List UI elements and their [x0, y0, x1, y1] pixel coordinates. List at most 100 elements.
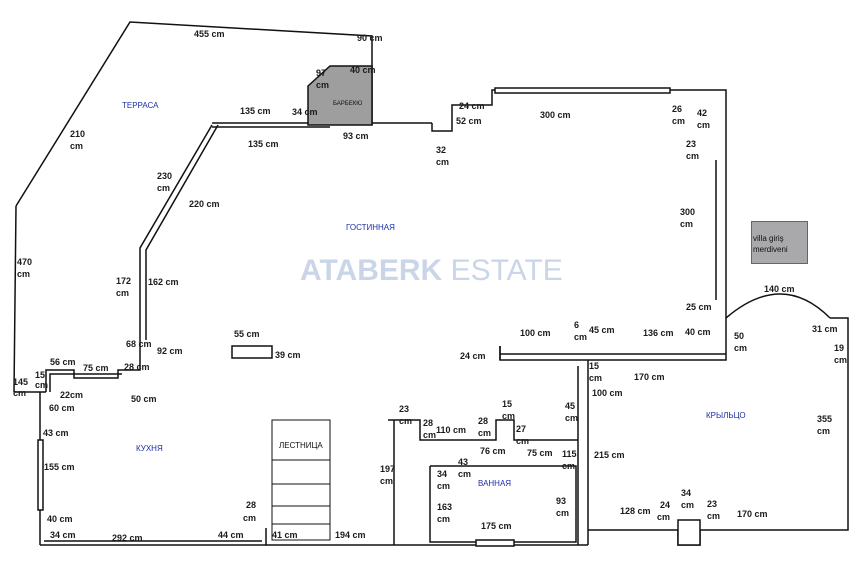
dim-label: cm: [697, 120, 711, 130]
dim-label: cm: [817, 426, 831, 436]
dim-label: 155 cm: [44, 462, 75, 472]
dim-label: cm: [502, 411, 516, 421]
dim-label: 24 cm: [459, 101, 485, 111]
terrace-inner-edge: [139, 124, 213, 340]
dim-label: 31 cm: [812, 324, 838, 334]
dim-label: 25 cm: [686, 302, 712, 312]
dim-label: 355: [817, 414, 833, 424]
dim-label: 6: [574, 320, 580, 330]
dim-label: cm: [556, 508, 570, 518]
dim-label: 162 cm: [148, 277, 179, 287]
entrance-line1: villa giriş: [753, 234, 784, 243]
dim-label: 55 cm: [234, 329, 260, 339]
porch-arc: [725, 293, 831, 319]
dim-label: cm: [707, 511, 721, 521]
kitchen-top-wall-2: [49, 373, 122, 392]
dim-label: 110 cm: [436, 425, 467, 435]
dim-label: cm: [672, 116, 686, 126]
dim-label: 34 cm: [292, 107, 318, 117]
room-bbq-label: БАРБЕКЮ: [333, 101, 363, 107]
dim-label: cm: [681, 500, 695, 510]
dim-label: cm: [589, 373, 603, 383]
dim-label: 23: [686, 139, 697, 149]
dim-label: 43: [458, 457, 469, 467]
dim-label: cm: [436, 157, 450, 167]
dim-label: 23: [399, 404, 410, 414]
dim-label: 90 cm: [357, 33, 383, 43]
room-kitchen-label: КУХНЯ: [136, 444, 163, 453]
dim-label: cm: [437, 514, 451, 524]
dim-label: 135 cm: [240, 106, 271, 116]
dim-label: cm: [562, 461, 576, 471]
dim-label: 50: [734, 331, 745, 341]
dim-label: 24: [660, 500, 671, 510]
dim-label: cm: [516, 436, 530, 446]
dim-label: 43 cm: [43, 428, 69, 438]
dim-label: 75 cm: [83, 363, 109, 373]
dim-label: 40 cm: [47, 514, 73, 524]
dim-label: cm: [458, 469, 472, 479]
dim-label: 170 cm: [634, 372, 665, 382]
bbq-area: [307, 65, 373, 126]
dim-label: 28: [246, 500, 257, 510]
dim-label: 39 cm: [275, 350, 301, 360]
dim-label: 220 cm: [189, 199, 220, 209]
dim-label: 172: [116, 276, 132, 286]
dim-label: cm: [17, 269, 31, 279]
dim-label: cm: [565, 413, 579, 423]
dim-label: 28: [423, 418, 434, 428]
dim-label: 34: [681, 488, 692, 498]
dim-label: 15: [589, 361, 600, 371]
dim-label: 197: [380, 464, 396, 474]
dim-label: 76 cm: [480, 446, 506, 456]
living-table: [231, 345, 273, 359]
dim-label: 15: [35, 370, 46, 380]
dim-label: cm: [437, 481, 451, 491]
kitchen-top-wall: [45, 340, 141, 392]
dim-label: 60 cm: [49, 403, 75, 413]
dim-label: 56 cm: [50, 357, 76, 367]
room-living-label: ГОСТИННАЯ: [346, 223, 395, 232]
dim-label: 300: [680, 207, 696, 217]
dim-label: cm: [657, 512, 671, 522]
dim-label: 50 cm: [131, 394, 157, 404]
dim-label: cm: [380, 476, 394, 486]
top-window: [494, 87, 671, 94]
dim-label: 136 cm: [643, 328, 674, 338]
dim-label: 22cm: [60, 390, 84, 400]
kitchen-window: [37, 439, 44, 511]
dim-label: 93: [556, 496, 567, 506]
dim-label: 23: [707, 499, 718, 509]
bathroom-window: [475, 539, 515, 547]
dim-label: 175 cm: [481, 521, 512, 531]
dim-label: 470: [17, 257, 33, 267]
dim-label: 100 cm: [520, 328, 551, 338]
dim-label: cm: [423, 430, 437, 440]
dim-label: 40 cm: [685, 327, 711, 337]
dim-label: 15: [502, 399, 513, 409]
dim-label: 163: [437, 502, 453, 512]
dim-label: 45 cm: [589, 325, 615, 335]
room-stairs-label: ЛЕСТНИЦА: [279, 441, 323, 450]
stair-bottom-wall: [265, 528, 400, 546]
dim-label: cm: [574, 332, 588, 342]
staircase: [271, 419, 331, 541]
living-top-niche: [431, 89, 727, 361]
dim-label: 300 cm: [540, 110, 571, 120]
dim-label: 24 cm: [460, 351, 486, 361]
room-bathroom-label: ВАННАЯ: [478, 479, 512, 488]
bathroom-upper-walls: [388, 419, 578, 441]
dim-label: 44 cm: [218, 530, 244, 540]
dim-label: cm: [680, 219, 694, 229]
dim-label: 41 cm: [272, 530, 298, 540]
dim-label: 140 cm: [764, 284, 795, 294]
dim-label: 230: [157, 171, 173, 181]
dim-label: 52 cm: [456, 116, 482, 126]
dim-label: 215 cm: [594, 450, 625, 460]
dim-label: cm: [13, 388, 27, 398]
dim-label: 28: [478, 416, 489, 426]
dim-label: 210: [70, 129, 86, 139]
dim-label: cm: [243, 513, 257, 523]
